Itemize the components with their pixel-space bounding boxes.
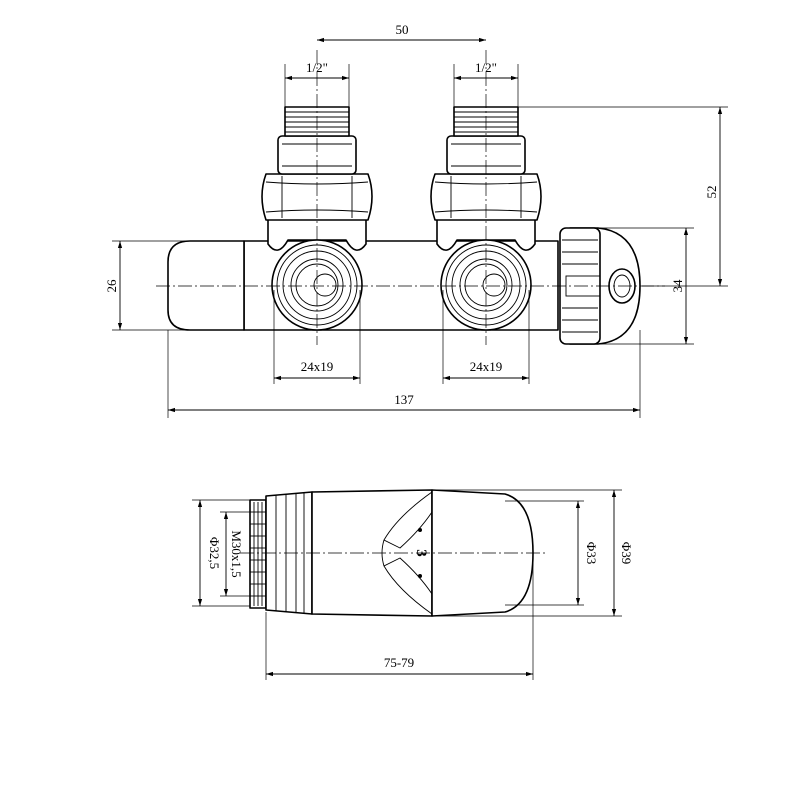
dim-d33-label: Φ33 (584, 542, 599, 565)
thermostatic-head-view: 3 (240, 489, 548, 617)
left-end-cap (167, 240, 245, 331)
valve-top-view (156, 50, 665, 345)
dim-spacing-label: 50 (396, 22, 409, 37)
dim-m30-label: M30x1,5 (229, 530, 244, 577)
head-view-dimensions: Φ32,5 M30x1,5 Φ33 Φ39 75-79 (192, 489, 634, 680)
dim-body-label: 26 (104, 279, 119, 293)
left-hex-nut (261, 173, 373, 221)
dim-height-label: 52 (704, 186, 719, 199)
dim-thread-right-label: 1/2" (475, 60, 497, 75)
top-view-dimensions: 50 1/2" 1/2" 52 34 26 24x19 (104, 22, 728, 418)
dim-nut-right-label: 24x19 (470, 359, 503, 374)
dim-length-label: 137 (394, 392, 414, 407)
right-port (430, 106, 542, 331)
dim-d39-label: Φ39 (619, 542, 634, 565)
right-hex-nut (430, 173, 542, 221)
dim-cap-label: 34 (670, 279, 685, 293)
dim-d325-label: Φ32,5 (207, 537, 222, 569)
dim-nut-left-label: 24x19 (301, 359, 334, 374)
dim-thread-left-label: 1/2" (306, 60, 328, 75)
dim-head-length-label: 75-79 (384, 655, 414, 670)
